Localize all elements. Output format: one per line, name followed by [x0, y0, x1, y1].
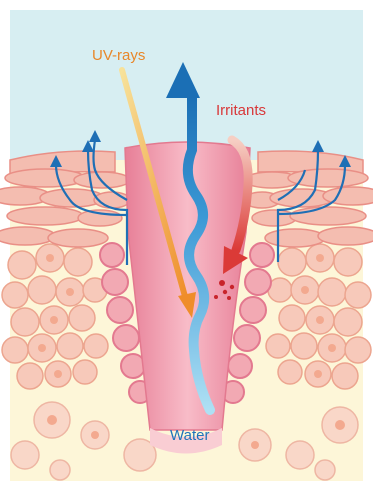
irritants-label: Irritants [216, 102, 266, 119]
uv-rays-label: UV-rays [92, 47, 145, 64]
water-label: Water [170, 427, 209, 444]
